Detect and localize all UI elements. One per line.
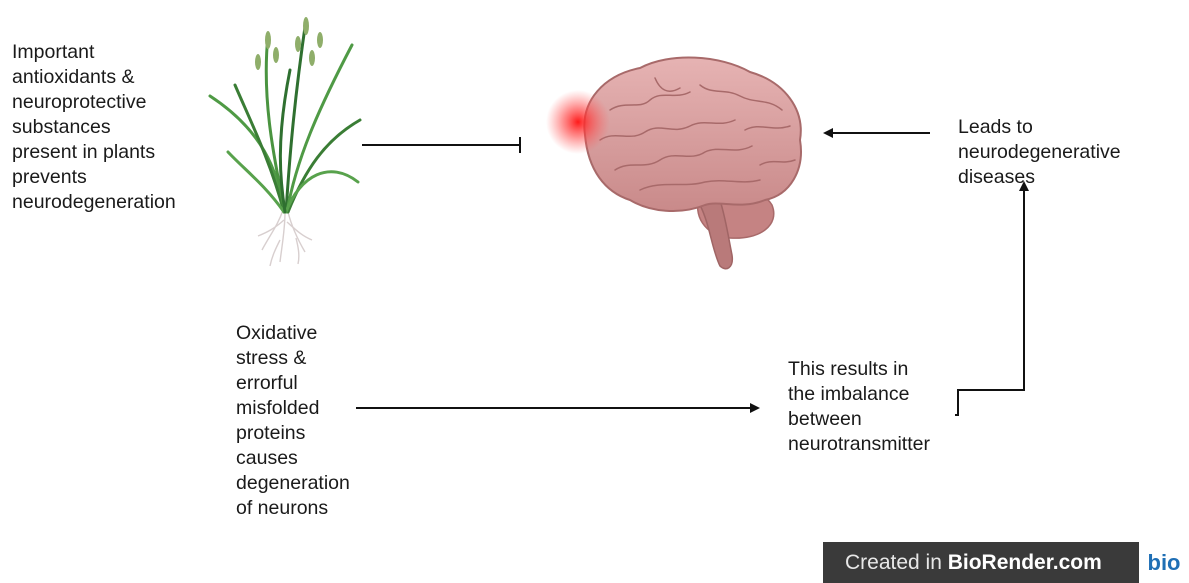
inhibition-connector <box>362 137 520 153</box>
brain-icon <box>546 57 801 268</box>
credit-prefix: Created in <box>845 551 942 574</box>
biorender-credit-badge[interactable]: Created in BioRender.com bio <box>823 542 1189 583</box>
credit-text: Created in BioRender.com <box>823 551 1139 575</box>
oxidative-stress-text: Oxidative stress & errorful misfolded pr… <box>236 321 396 521</box>
grass-plant-icon <box>210 17 360 266</box>
credit-brand: BioRender.com <box>948 551 1102 574</box>
neurotransmitter-imbalance-text: This results in the imbalance between ne… <box>788 357 988 457</box>
inflammation-glow <box>546 90 610 154</box>
plants-protection-text: Important antioxidants & neuroprotective… <box>12 40 232 215</box>
biorender-logo-icon: bio <box>1139 542 1189 583</box>
leads-to-diseases-text: Leads to neurodegenerative diseases <box>958 115 1178 190</box>
